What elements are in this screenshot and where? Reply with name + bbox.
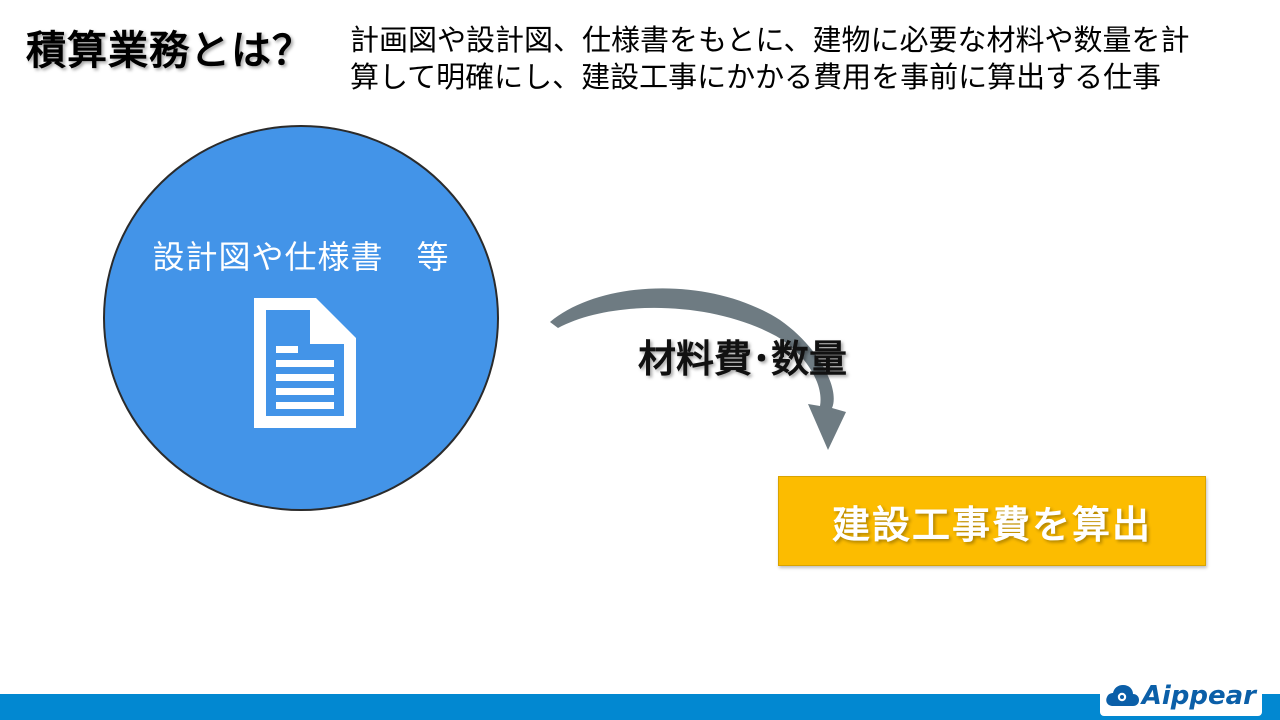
- source-documents-circle: 設計図や仕様書 等: [103, 125, 499, 511]
- source-documents-label: 設計図や仕様書 等: [152, 238, 450, 276]
- materials-quantity-label: 材料費･数量: [638, 337, 848, 381]
- construction-cost-box: 建設工事費を算出: [778, 476, 1206, 566]
- logo-text: Aippear: [1141, 681, 1256, 711]
- curved-arrow-icon: [550, 288, 846, 450]
- aippear-logo: Aippear: [1099, 676, 1262, 716]
- footer-bar: [0, 694, 1280, 720]
- description-line-2: 算して明確にし、建設工事にかかる費用を事前に算出する仕事: [350, 60, 1162, 94]
- cloud-logo-icon: [1105, 685, 1139, 706]
- slide-description: 計画図や設計図、仕様書をもとに、建物に必要な材料や数量を計 算して明確にし、建設…: [350, 22, 1260, 96]
- construction-cost-label: 建設工事費を算出: [831, 502, 1152, 547]
- description-line-1: 計画図や設計図、仕様書をもとに、建物に必要な材料や数量を計: [350, 23, 1190, 57]
- document-icon: [254, 298, 356, 428]
- slide-title: 積算業務とは？: [26, 28, 313, 74]
